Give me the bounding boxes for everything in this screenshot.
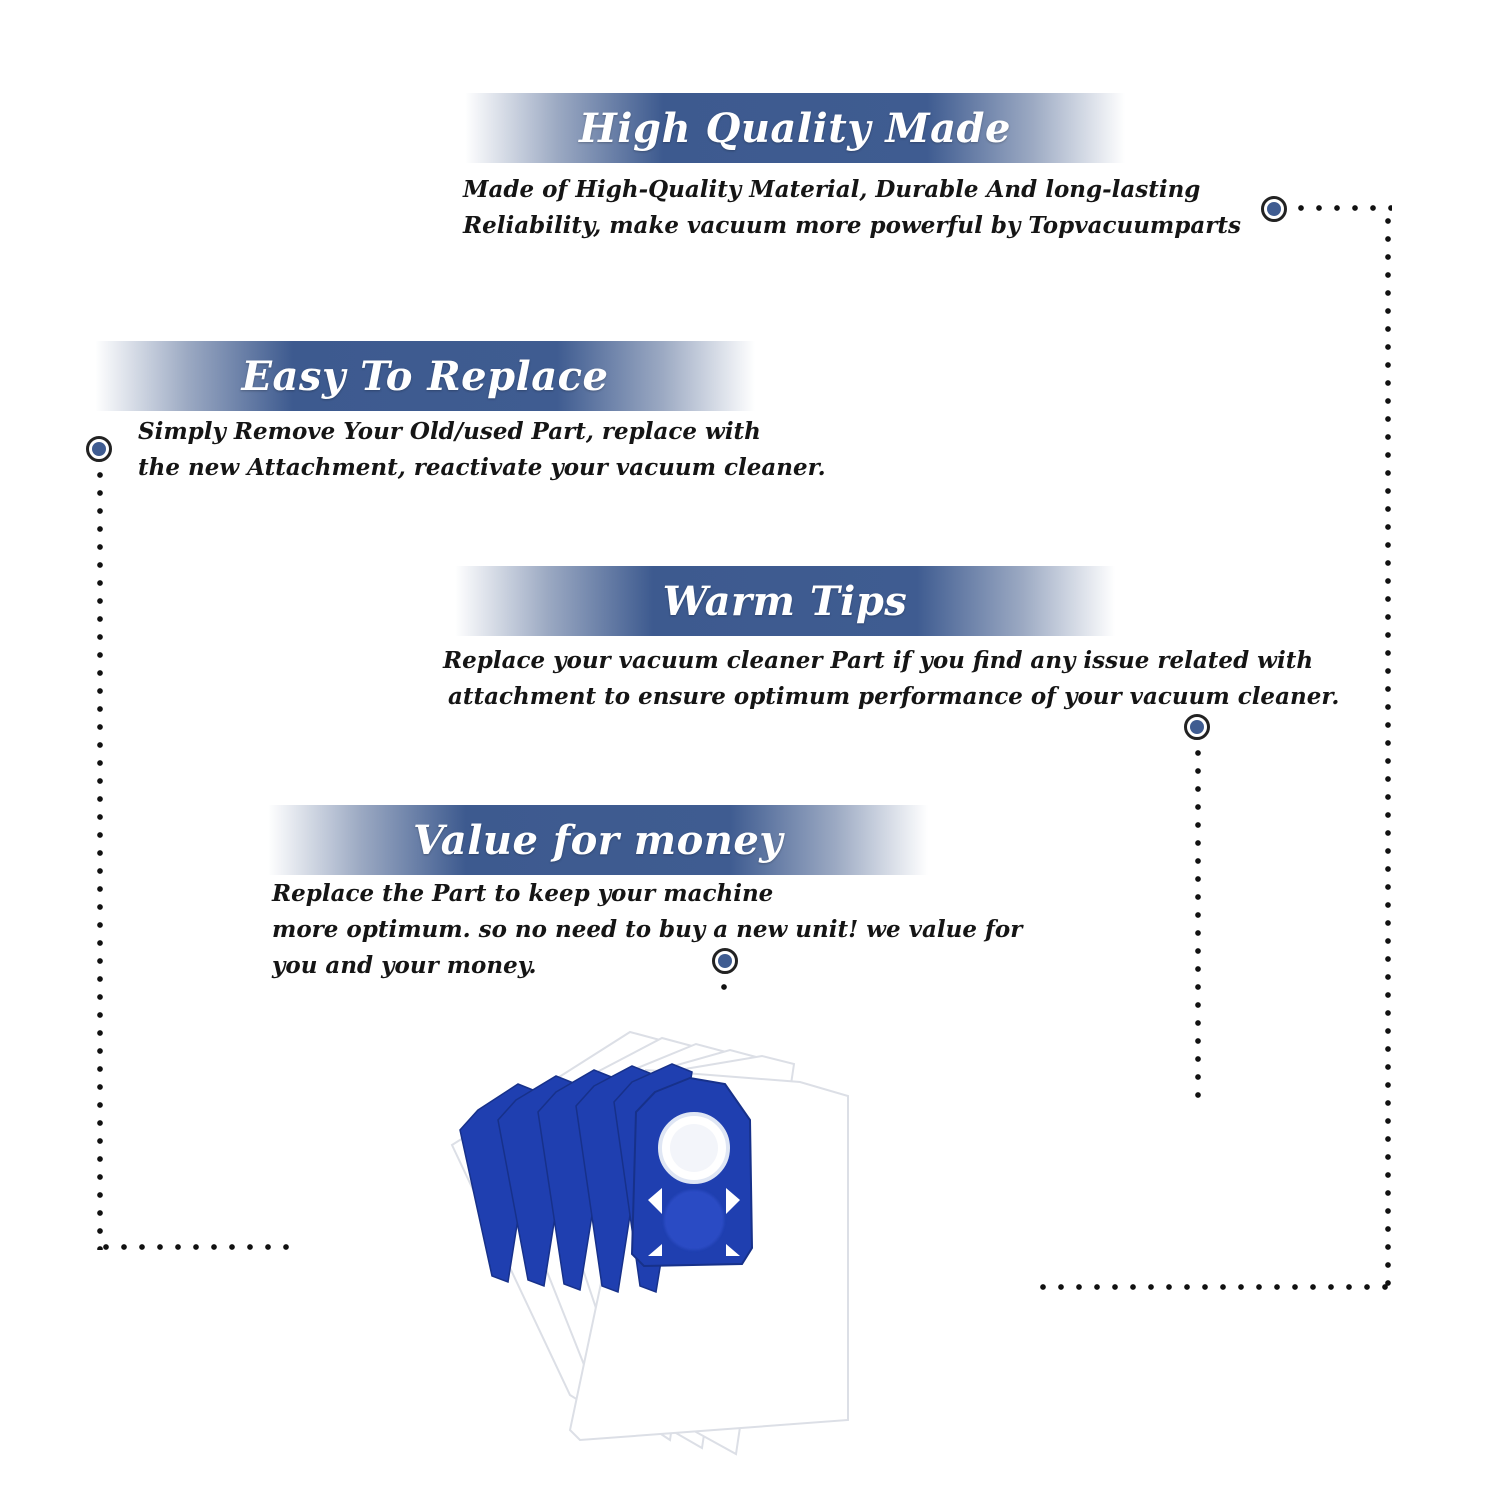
description-line: Replace your vacuum cleaner Part if you … (443, 647, 1314, 674)
target-dot-icon (1184, 714, 1210, 740)
description-high-quality-made: Made of High-Quality Material, Durable A… (463, 172, 1241, 244)
description-line: Simply Remove Your Old/used Part, replac… (138, 418, 761, 445)
target-dot-icon (86, 436, 112, 462)
description-line: the new Attachment, reactivate your vacu… (138, 454, 826, 481)
banner-value-for-money: Value for money (268, 805, 928, 875)
dotted-connector (97, 1244, 301, 1250)
section-title: Easy To Replace (241, 352, 609, 400)
description-value-for-money: Replace the Part to keep your machine mo… (272, 876, 1022, 984)
description-easy-to-replace: Simply Remove Your Old/used Part, replac… (138, 414, 826, 486)
section-title: Warm Tips (662, 577, 908, 625)
dotted-connector (721, 978, 727, 1002)
description-line: more optimum. so no need to buy a new un… (272, 916, 1023, 943)
banner-high-quality-made: High Quality Made (465, 93, 1125, 163)
dotted-connector (1292, 205, 1392, 211)
front-bag-collar (630, 1076, 754, 1268)
dotted-connector (1195, 744, 1201, 1108)
description-line: you and your money. (272, 952, 537, 979)
banner-warm-tips: Warm Tips (455, 566, 1115, 636)
description-line: attachment to ensure optimum performance… (448, 683, 1340, 710)
description-warm-tips: Replace your vacuum cleaner Part if you … (443, 643, 1339, 715)
banner-easy-to-replace: Easy To Replace (95, 341, 755, 411)
dotted-connector (97, 466, 103, 1250)
description-line: Replace the Part to keep your machine (272, 880, 774, 907)
section-title: Value for money (412, 816, 784, 864)
dotted-connector (1034, 1284, 1392, 1290)
target-dot-icon (712, 948, 738, 974)
target-dot-icon (1261, 196, 1287, 222)
section-title: High Quality Made (579, 104, 1011, 152)
description-line: Reliability, make vacuum more powerful b… (463, 212, 1241, 239)
description-line: Made of High-Quality Material, Durable A… (463, 176, 1201, 203)
vacuum-bag-image (450, 1030, 849, 1456)
dotted-connector (1385, 212, 1391, 1292)
